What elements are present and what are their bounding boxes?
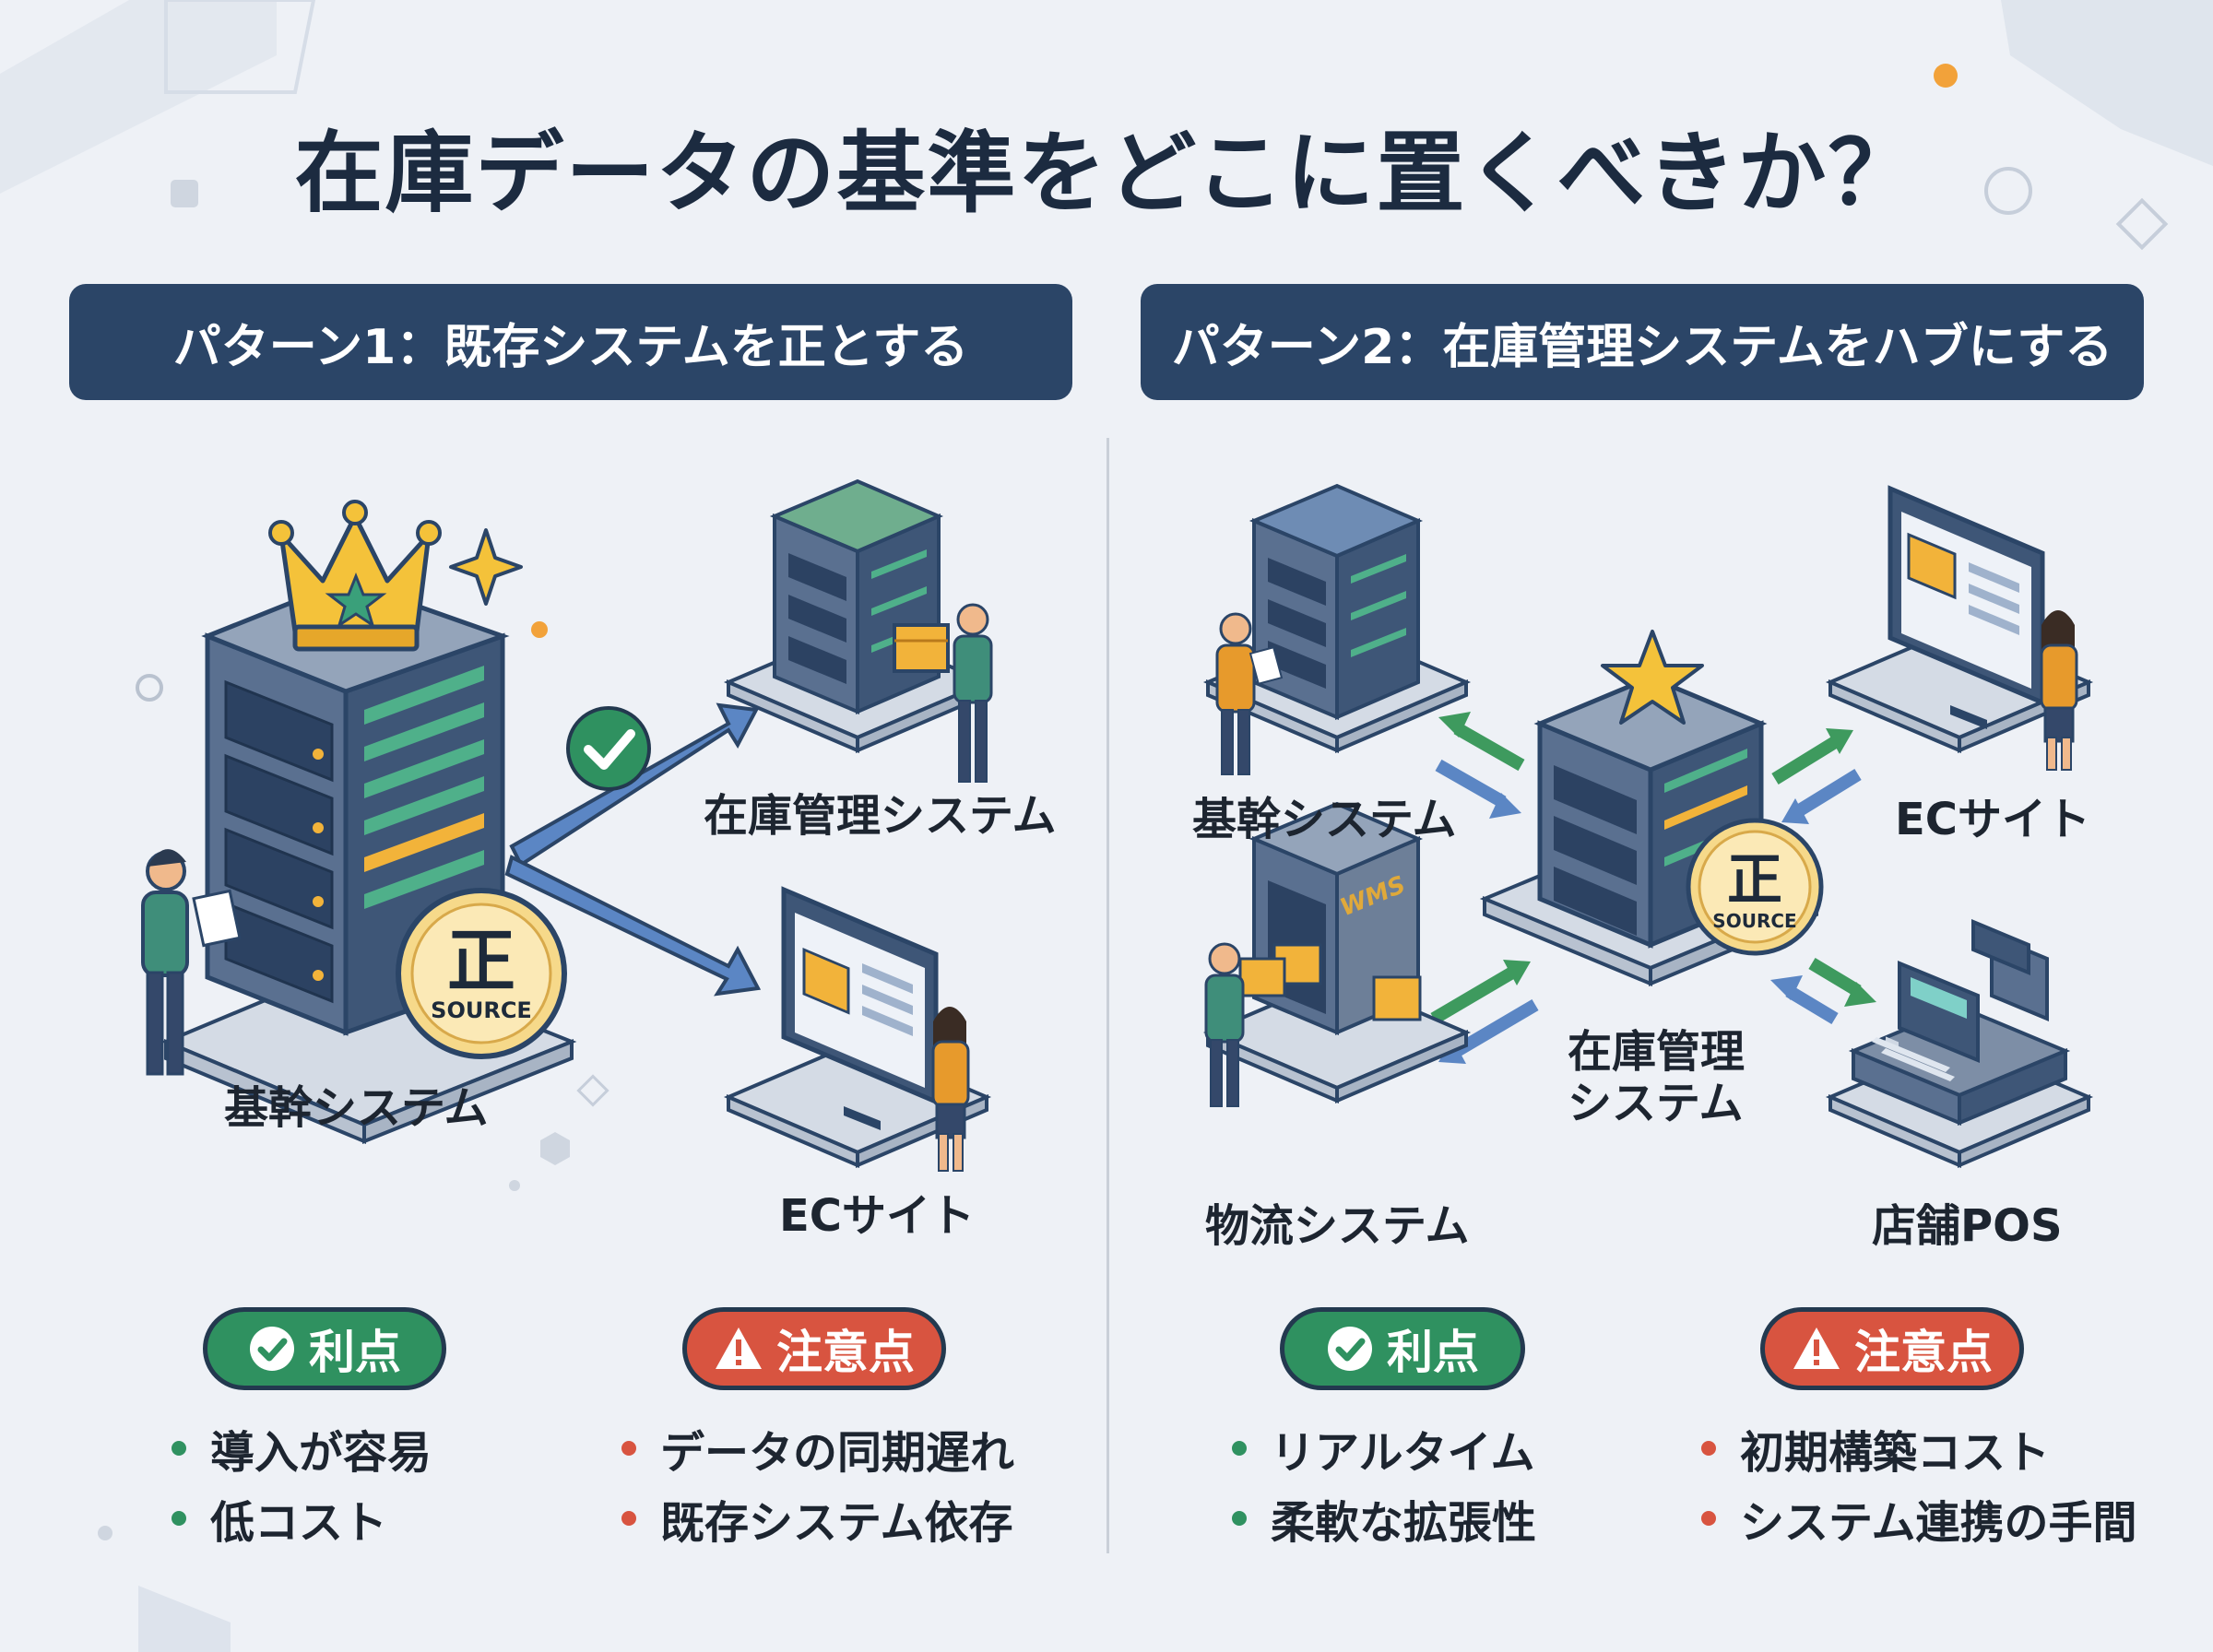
pattern2-pos-label: 店舗POS (1872, 1200, 2063, 1252)
source-badge: 正 SOURCE (396, 888, 567, 1059)
check-icon (566, 706, 651, 791)
pattern2-ec-label: ECサイト (1895, 794, 2091, 845)
bullet-dot (172, 1441, 186, 1456)
bullet-dot (1701, 1511, 1716, 1526)
inventory-server-icon (723, 478, 993, 783)
pos-register-icon (1825, 919, 2094, 1169)
cons-label: 注意点 (776, 1326, 915, 1379)
list-item: 初期構築コスト (1701, 1413, 2137, 1483)
sparkle-icon (449, 528, 523, 606)
arrow-core-hub (1435, 712, 1525, 819)
pattern1-pros-pill: 利点 (203, 1307, 446, 1390)
cons-label: 注意点 (1854, 1326, 1993, 1379)
cons-item: 初期構築コスト (1740, 1427, 2051, 1479)
sync-arrow-to-ec (504, 855, 762, 997)
pattern2-header: パターン2：在庫管理システムをハブにする (1141, 284, 2144, 400)
bullet-dot (621, 1441, 636, 1456)
sync-arrow-to-inventory (509, 702, 760, 867)
check-circle-icon (1328, 1327, 1372, 1371)
bullet-dot (1701, 1441, 1716, 1456)
pattern1-cons-pill: 注意点 (682, 1307, 946, 1390)
list-item: リアルタイム (1232, 1413, 1536, 1483)
pattern2-hub-label-line2: システム (1568, 1078, 1744, 1129)
check-circle-icon (250, 1327, 294, 1371)
person-icon (141, 849, 242, 1076)
cons-item: データの同期遅れ (660, 1427, 1015, 1479)
pattern2-logistics-label: 物流システム (1205, 1200, 1470, 1252)
pattern2-pros-list: リアルタイム 柔軟な拡張性 (1232, 1413, 1536, 1553)
pattern1-pros-list: 導入が容易 低コスト (172, 1413, 432, 1553)
arrow-hub-pos (1770, 957, 1876, 1025)
pattern1-diagram: 正 SOURCE (141, 478, 993, 1172)
list-item: 導入が容易 (172, 1413, 432, 1483)
crown-icon (268, 500, 442, 652)
list-item: 低コスト (172, 1483, 432, 1553)
pattern1-target-ec-label: ECサイト (779, 1190, 976, 1242)
core-server-icon (1202, 483, 1472, 775)
pros-label: 利点 (1387, 1326, 1479, 1379)
badge-text: SOURCE (431, 997, 532, 1023)
badge-text: SOURCE (1712, 910, 1796, 932)
pattern1-source-label: 基幹システム (224, 1082, 489, 1134)
arrow-hub-logistics (1430, 960, 1539, 1064)
page-title: 在庫データの基準をどこに置くべきか？ (294, 122, 1919, 225)
source-badge: 正 SOURCE (1686, 818, 1824, 956)
pattern1-target-inventory-label: 在庫管理システム (704, 790, 1057, 842)
bullet-dot (1232, 1441, 1247, 1456)
ec-monitor-icon (1825, 485, 2094, 771)
badge-char: 正 (447, 922, 515, 1001)
warning-icon (716, 1328, 762, 1369)
list-item: システム連携の手間 (1701, 1483, 2137, 1553)
core-server-icon (160, 578, 577, 1145)
cons-item: 既存システム依存 (660, 1497, 1013, 1549)
ec-monitor-icon (723, 886, 992, 1172)
pattern2-core-label: 基幹システム (1192, 794, 1457, 845)
pros-item: 低コスト (210, 1497, 388, 1549)
list-item: 柔軟な拡張性 (1232, 1483, 1536, 1553)
pros-item: 柔軟な拡張性 (1271, 1497, 1537, 1549)
pattern1-header: パターン1：既存システムを正とする (69, 284, 1072, 400)
pros-label: 利点 (309, 1326, 401, 1379)
pattern2-diagram: 正 SOURCE WMS (1202, 483, 2094, 1169)
pattern2-pros-pill: 利点 (1280, 1307, 1525, 1390)
pattern2-hub-label-line1: 在庫管理 (1568, 1026, 1746, 1078)
bullet-dot (172, 1511, 186, 1526)
bullet-dot (1232, 1511, 1247, 1526)
wms-warehouse-icon: WMS (1202, 801, 1472, 1107)
arrow-hub-ec (1771, 728, 1862, 824)
pros-item: リアルタイム (1271, 1427, 1535, 1479)
badge-char: 正 (1727, 848, 1782, 913)
pattern2-cons-pill: 注意点 (1760, 1307, 2024, 1390)
bullet-dot (621, 1511, 636, 1526)
list-item: データの同期遅れ (621, 1413, 1014, 1483)
cons-item: システム連携の手間 (1740, 1497, 2137, 1549)
warning-icon (1793, 1328, 1840, 1369)
list-item: 既存システム依存 (621, 1483, 1014, 1553)
pros-item: 導入が容易 (210, 1427, 432, 1479)
pattern1-cons-list: データの同期遅れ 既存システム依存 (621, 1413, 1014, 1553)
pattern2-cons-list: 初期構築コスト システム連携の手間 (1701, 1413, 2137, 1553)
panel-divider (1106, 438, 1109, 1553)
